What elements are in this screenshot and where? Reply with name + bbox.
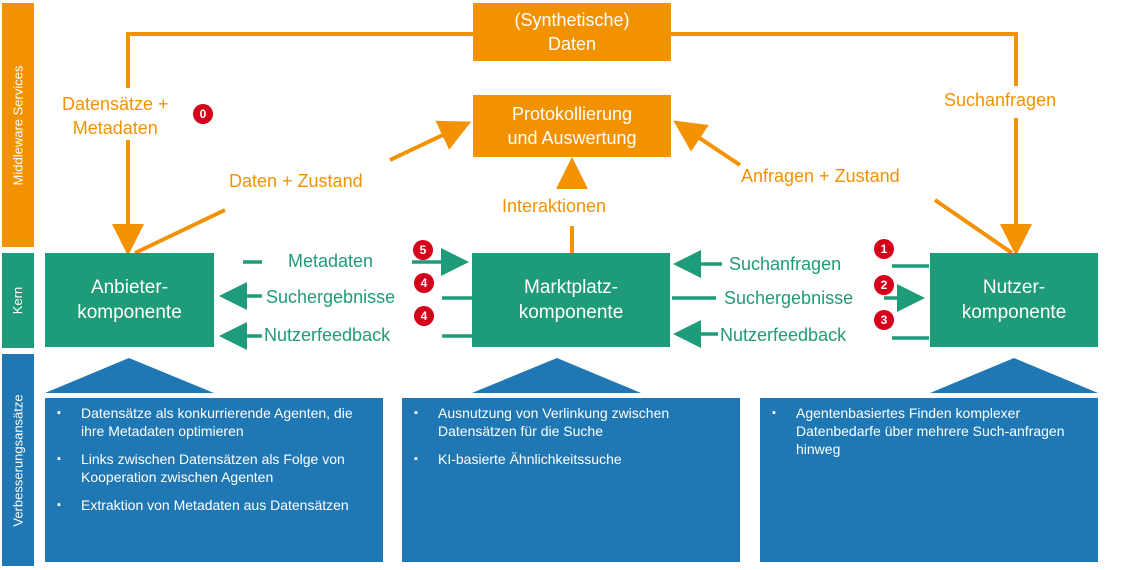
badge-2: 2 — [874, 275, 894, 295]
arrow-nutzerfeedback-right — [680, 334, 929, 338]
label-anfragen-zustand: Anfragen + Zustand — [741, 166, 900, 186]
label-interaktionen: Interaktionen — [502, 196, 607, 216]
band-verbesserung: Verbesserungsansätze — [2, 354, 34, 566]
box-anbieterkomponente: Anbieter- komponente — [45, 253, 214, 347]
badge-4-nutzerfeedback: 4 — [414, 306, 434, 326]
label-metadaten: Metadaten — [288, 251, 374, 271]
box-protokollierung-label: Protokollierung und Auswertung — [507, 104, 637, 148]
label-datensaetze-metadaten: Datensätze + Metadaten — [62, 94, 169, 138]
label-suchergebnisse-left: Suchergebnisse — [266, 287, 396, 307]
badge-0: 0 — [193, 104, 213, 124]
badge-5: 5 — [413, 240, 433, 260]
arrow-suchanfragen-right — [680, 264, 929, 266]
box-synthetische-daten: (Synthetische) Daten — [473, 3, 671, 61]
arrow-daten-zustand — [134, 125, 464, 255]
badge-1: 1 — [874, 239, 894, 259]
arrow-suchergebnisse-left — [226, 296, 472, 298]
label-suchanfragen-top: Suchanfragen — [944, 90, 1057, 110]
list-item: Agentenbasiertes Finden komplexer Datenb… — [772, 404, 1088, 458]
arrow-nutzer-to-synthetic — [671, 32, 1018, 86]
label-nutzerfeedback-right: Nutzerfeedback — [720, 325, 847, 345]
arrow-anfragen-zustand — [680, 125, 1014, 255]
list-item: Extraktion von Metadaten aus Datensätzen — [57, 496, 373, 514]
label-nutzerfeedback-left: Nutzerfeedback — [264, 325, 391, 345]
badge-4-suchergebnisse: 4 — [414, 273, 434, 293]
panel-anbieter-improvements: Datensätze als konkurrierende Agenten, d… — [45, 398, 383, 562]
box-anbieterkomponente-label: Anbieter- komponente — [77, 277, 182, 323]
list-item: KI-basierte Ähnlichkeitssuche — [414, 450, 730, 468]
arrow-synthetic-to-anbieter — [126, 32, 473, 88]
band-middleware: Middleware Services — [2, 3, 34, 247]
list-item: Ausnutzung von Verlinkung zwischen Daten… — [414, 404, 730, 440]
label-daten-zustand: Daten + Zustand — [229, 171, 363, 191]
triangle-middle — [472, 358, 641, 393]
list-item: Datensätze als konkurrierende Agenten, d… — [57, 404, 373, 440]
list-item: Links zwischen Datensätzen als Folge von… — [57, 450, 373, 486]
band-kern: Kern — [2, 253, 34, 348]
box-marktplatzkomponente-label: Marktplatz- komponente — [518, 277, 624, 323]
box-protokollierung: Protokollierung und Auswertung — [473, 95, 671, 157]
panel-marktplatz-improvements: Ausnutzung von Verlinkung zwischen Daten… — [402, 398, 740, 562]
triangle-right — [930, 358, 1098, 393]
box-synthetische-daten-label: (Synthetische) Daten — [514, 10, 630, 54]
box-nutzerkomponente-label: Nutzer- komponente — [961, 277, 1067, 323]
box-marktplatzkomponente: Marktplatz- komponente — [472, 253, 670, 347]
badge-3: 3 — [874, 310, 894, 330]
box-nutzerkomponente: Nutzer- komponente — [930, 253, 1098, 347]
triangle-left — [45, 358, 214, 393]
label-suchanfragen-right: Suchanfragen — [729, 254, 842, 274]
label-suchergebnisse-right: Suchergebnisse — [724, 288, 854, 308]
panel-nutzer-improvements: Agentenbasiertes Finden komplexer Datenb… — [760, 398, 1098, 562]
